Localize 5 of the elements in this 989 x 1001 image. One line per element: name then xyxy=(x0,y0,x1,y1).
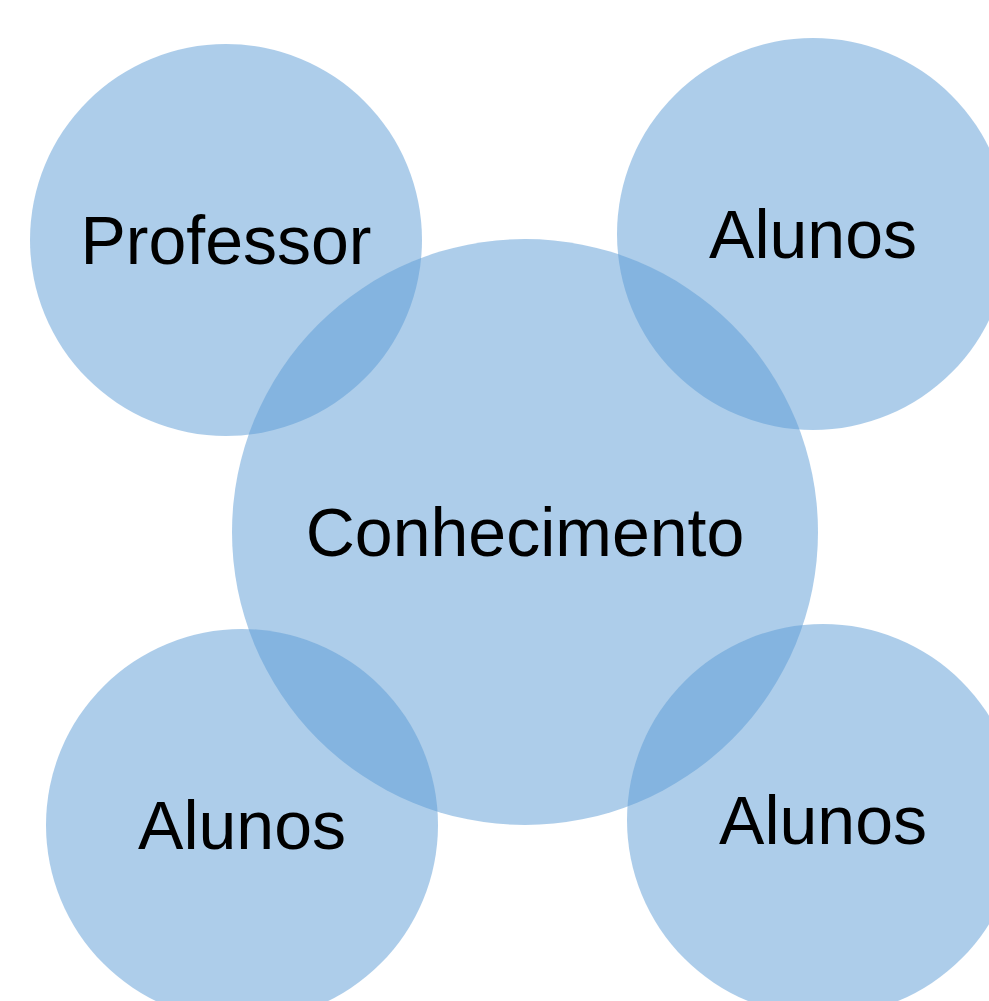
circle-label: Alunos xyxy=(719,781,927,859)
circle-label: Alunos xyxy=(138,786,346,864)
circle-label: Alunos xyxy=(709,195,917,273)
circle-label: Professor xyxy=(80,201,372,279)
circle-label: Conhecimento xyxy=(305,493,745,571)
